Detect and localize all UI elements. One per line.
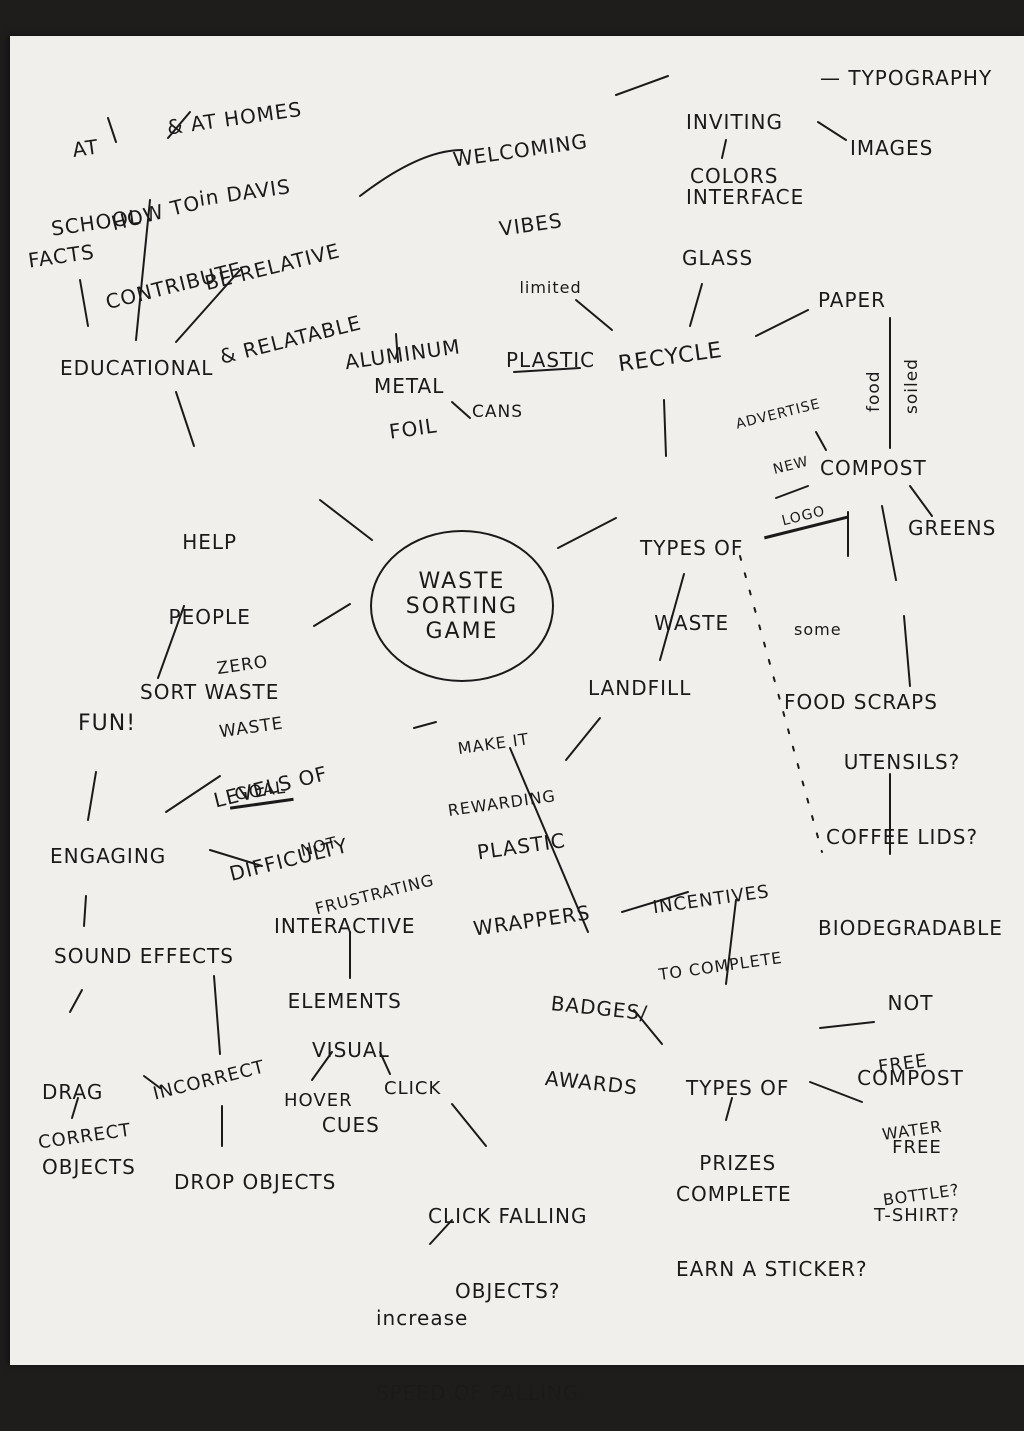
link-visual-hover <box>311 1051 333 1081</box>
link-prizes-water <box>819 1021 875 1029</box>
link-levels-engaging <box>165 775 221 813</box>
node-click: CLICK <box>384 1078 442 1099</box>
link-levels-rewarding <box>413 721 437 729</box>
link-help-fun <box>157 605 185 679</box>
link-incentives-prizes <box>725 899 737 985</box>
node-cans: CANS <box>472 402 524 422</box>
node-inviting-interface: INVITING INTERFACE <box>686 110 805 209</box>
link-falling-speed <box>429 1219 453 1245</box>
link-metal-recycle <box>513 367 581 373</box>
link-homes-howto <box>167 111 191 139</box>
link-relative-edu <box>175 269 241 343</box>
node-free-tshirt: FREE T-SHIRT? <box>874 1137 960 1226</box>
node-interactive-elements: INTERACTIVE ELEMENTS <box>274 914 416 1013</box>
link-help-center <box>319 499 373 541</box>
link-sound-incorrect <box>213 975 221 1055</box>
node-biodegradable-not-compost: BIODEGRADABLE NOT COMPOST <box>818 916 1003 1090</box>
node-images: IMAGES <box>850 136 934 160</box>
node-increase-speed-of-falling: increase SPEED OF FALLING <box>376 1306 580 1405</box>
node-educational: EDUCATIONAL <box>60 356 214 380</box>
link-badges-incentives <box>621 891 689 913</box>
link-types-landfill <box>659 573 685 661</box>
link-zero-center <box>313 603 351 627</box>
link-howto-edu <box>135 199 151 341</box>
node-utensils-coffee-lids: UTENSILS? COFFEE LIDS? <box>826 750 979 849</box>
node-some-food-scraps: some FOOD SCRAPS <box>784 620 938 714</box>
link-interface-colors <box>721 139 727 159</box>
link-engaging-interactive <box>209 849 263 867</box>
node-incentives-to-complete: INCENTIVES TO COMPLETE <box>651 881 784 984</box>
link-paper-recycle <box>755 309 809 337</box>
link-drag-incorrect <box>143 1075 161 1089</box>
link-types-bio-dotted <box>739 555 823 853</box>
node-engaging: ENGAGING <box>50 844 167 868</box>
link-edu-help <box>175 391 195 447</box>
link-recycle-types <box>663 399 667 457</box>
node-soiled: soiled <box>902 358 922 414</box>
node-drop-objects: DROP OBJECTS <box>174 1170 337 1194</box>
node-badges-awards: BADGES/ AWARDS <box>544 991 650 1100</box>
node-sound-effects: SOUND EFFECTS <box>54 944 234 968</box>
node-help-people-sort-waste: HELP PEOPLE SORT WASTE <box>140 530 280 704</box>
link-facts-edu <box>79 279 89 327</box>
node-compost: COMPOST <box>820 456 927 480</box>
center-line-1: WASTE <box>418 568 506 594</box>
link-fun-engaging <box>87 771 97 821</box>
link-types-center <box>557 517 617 549</box>
central-topic-waste-sorting-game: WASTE SORTING GAME <box>370 530 554 682</box>
node-typography: — TYPOGRAPHY <box>820 66 993 90</box>
link-school-howto <box>107 117 117 143</box>
node-types-of-prizes: TYPES OF PRIZES <box>686 1076 790 1175</box>
node-fun: FUN! <box>78 711 137 736</box>
node-food: food <box>864 370 884 412</box>
link-visual-click <box>379 1051 391 1075</box>
node-complete-earn-sticker: COMPLETE EARN A STICKER? <box>676 1182 868 1281</box>
node-limited-plastic: limited PLASTIC <box>506 278 596 372</box>
node-drag-objects: DRAG OBJECTS <box>42 1080 136 1179</box>
link-drag-correct <box>71 1097 79 1119</box>
connector-lines <box>69 75 933 1245</box>
link-sound-drag <box>69 989 83 1013</box>
link-plastic-recycle <box>575 299 613 331</box>
node-colors: COLORS <box>690 164 779 188</box>
node-types-of-waste: TYPES OF WASTE <box>640 536 744 635</box>
center-line-2: SORTING <box>405 593 519 619</box>
center-line-3: GAME <box>425 618 499 644</box>
link-badges-prizes <box>633 1009 663 1045</box>
node-visual-cues: VISUAL CUES <box>312 1038 390 1137</box>
link-welcoming-inviting <box>615 75 669 96</box>
link-foil-metal <box>395 333 399 363</box>
link-prizes-complete <box>725 1097 733 1121</box>
link-types-compost <box>775 485 809 499</box>
node-hover: HOVER <box>284 1090 353 1111</box>
node-glass: GLASS <box>682 246 754 270</box>
node-paper: PAPER <box>818 288 887 312</box>
link-rewarding-badges <box>509 747 589 933</box>
node-click-falling-objects: CLICK FALLING OBJECTS? <box>428 1204 588 1303</box>
node-landfill: LANDFILL <box>588 676 692 700</box>
link-interface-images <box>817 121 847 141</box>
node-greens: GREENS <box>908 516 997 540</box>
link-compost-scraps <box>881 505 897 581</box>
node-metal: METAL <box>374 374 445 398</box>
link-landfill-wrappers <box>565 717 601 761</box>
link-compost-greens <box>909 485 933 517</box>
link-glass-recycle <box>689 283 703 327</box>
link-scraps-utensils <box>903 615 911 687</box>
link-engaging-sound <box>83 895 87 927</box>
link-click-falling <box>451 1103 487 1147</box>
link-metal-cans <box>451 401 471 419</box>
link-prizes-tshirt <box>809 1081 863 1103</box>
link-logo-compost <box>815 431 827 451</box>
node-plastic-wrappers: PLASTIC WRAPPERS <box>471 828 592 941</box>
paper-sheet <box>10 36 1024 1365</box>
link-relative-welcoming <box>359 149 463 197</box>
